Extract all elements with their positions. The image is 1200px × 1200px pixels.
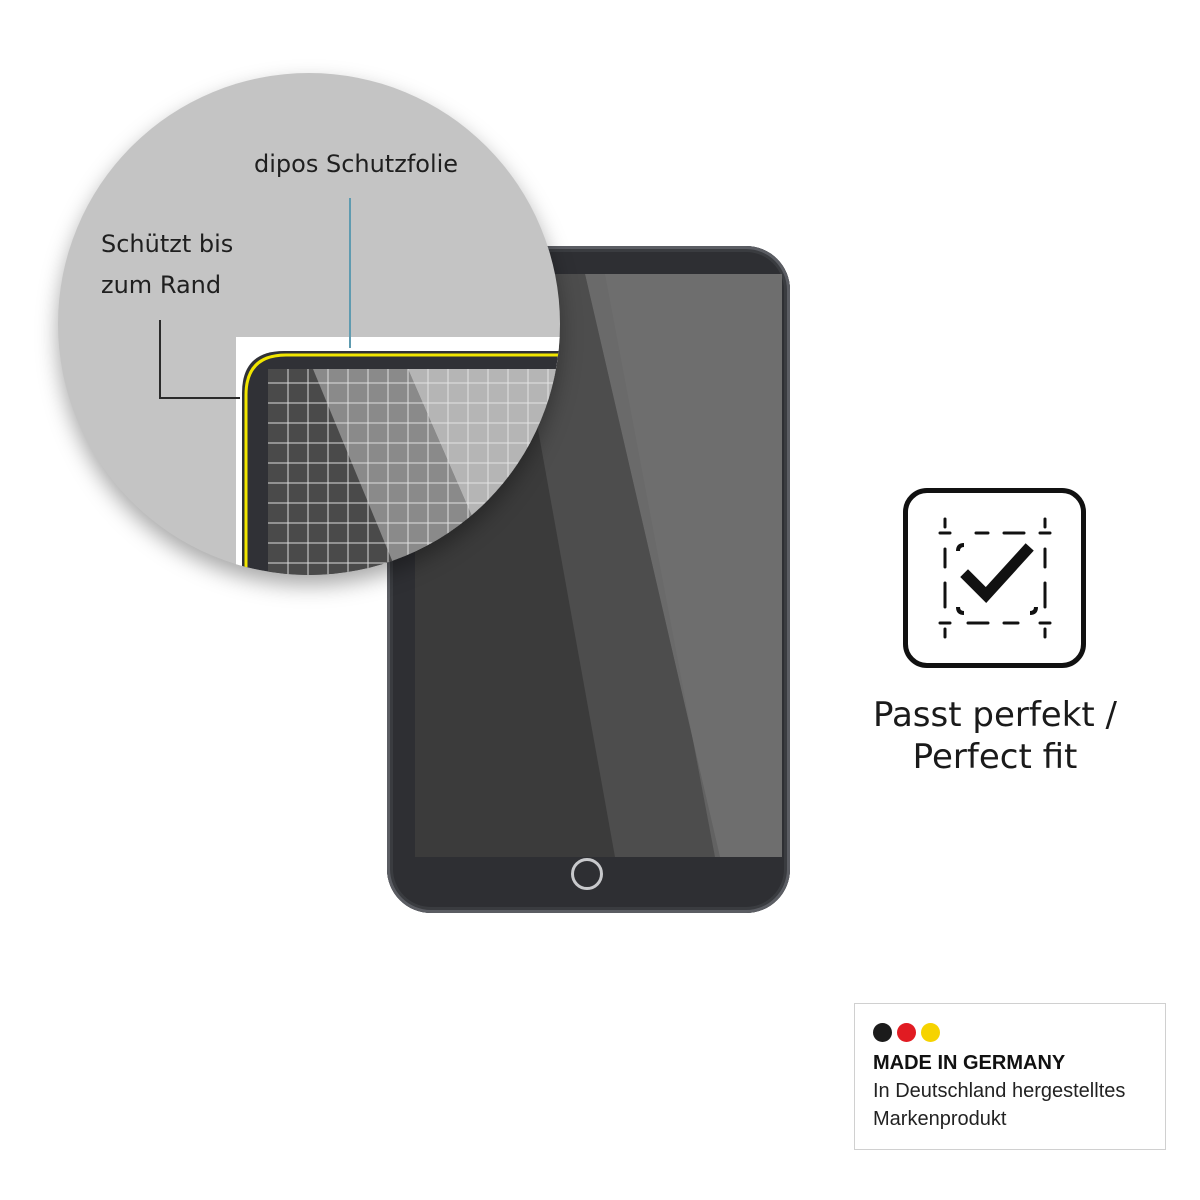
zoom-callout: dipos Schutzfolie Schützt bis zum Rand bbox=[58, 73, 560, 575]
home-button bbox=[571, 858, 603, 890]
made-in-germany-line1: In Deutschland hergestelltes bbox=[873, 1080, 1126, 1102]
perfect-fit-label: Passt perfekt / Perfect fit bbox=[840, 694, 1150, 778]
check-in-frame-icon bbox=[938, 517, 1052, 639]
perfect-fit-label-line1: Passt perfekt / bbox=[872, 695, 1118, 735]
edge-protection-label-line1: Schützt bis bbox=[101, 230, 234, 258]
flag-dot-red bbox=[897, 1023, 916, 1042]
flag-dot-black bbox=[873, 1023, 892, 1042]
perfect-fit-badge bbox=[903, 488, 1086, 668]
protective-film-label: dipos Schutzfolie bbox=[254, 150, 459, 178]
edge-protection-label-line2: zum Rand bbox=[101, 271, 222, 299]
perfect-fit-label-line2: Perfect fit bbox=[912, 737, 1078, 777]
edge-leader-line bbox=[159, 320, 240, 399]
made-in-germany-title: MADE IN GERMANY bbox=[873, 1052, 1066, 1074]
made-in-germany-line2: Markenprodukt bbox=[873, 1108, 1007, 1130]
flag-dot-gold bbox=[921, 1023, 940, 1042]
film-edge-highlight bbox=[244, 353, 560, 575]
